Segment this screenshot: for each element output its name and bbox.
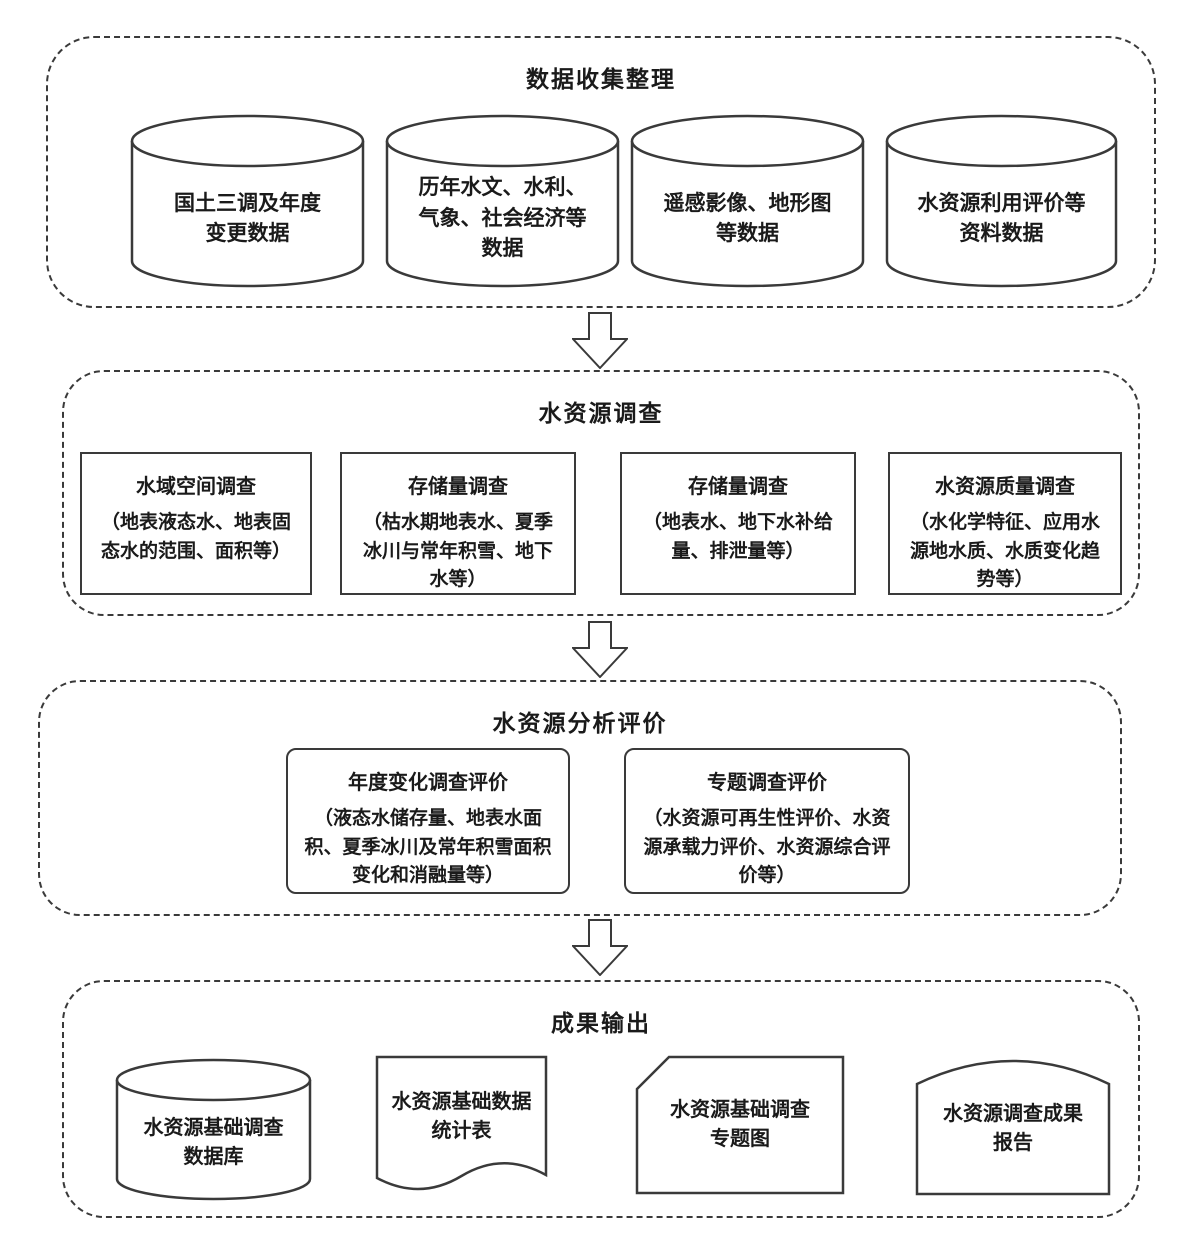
section-water-survey: 水资源调查: [62, 370, 1140, 616]
section-title-analysis: 水资源分析评价: [492, 711, 668, 736]
box-title: 年度变化调查评价: [348, 772, 508, 794]
box-title: 存储量调查: [408, 476, 508, 498]
box-title: 专题调查评价: [707, 772, 827, 794]
document-label: 水资源基础数据 统计表: [391, 1091, 532, 1142]
cylinder-shape: [130, 114, 365, 288]
report-shape: [915, 1059, 1111, 1196]
box-annual-change-eval: 年度变化调查评价 （液态水储存量、地表水面 积、夏季冰川及常年积雪面积 变化和消…: [286, 748, 570, 894]
cylinder-label: 水资源基础调查 数据库: [143, 1116, 284, 1168]
box-title: 存储量调查: [688, 476, 788, 498]
box-thematic-eval: 专题调查评价 （水资源可再生性评价、水资 源承载力评价、水资源综合评 价等）: [624, 748, 910, 894]
cylinder-water-eval-data: 水资源利用评价等 资料数据: [885, 114, 1118, 288]
document-shape: [375, 1055, 548, 1191]
card-label: 水资源基础调查 专题图: [670, 1099, 810, 1150]
cylinder-shape: [885, 114, 1118, 288]
section-data-collection: 数据收集整理: [46, 36, 1156, 308]
section-analysis-evaluation: 水资源分析评价: [38, 680, 1122, 916]
card-shape: [635, 1055, 845, 1195]
box-body: （地表水、地下水补给 量、排泄量等）: [642, 512, 833, 562]
cylinder-land-survey-data: 国土三调及年度 变更数据: [130, 114, 365, 288]
box-water-quality-survey: 水资源质量调查 （水化学特征、应用水 源地水质、水质变化趋 势等）: [888, 452, 1122, 595]
down-arrow-icon: [572, 621, 628, 678]
box-body: （枯水期地表水、夏季 冰川与常年积雪、地下 水等）: [362, 512, 553, 590]
box-body: （水化学特征、应用水 源地水质、水质变化趋 势等）: [909, 512, 1100, 590]
section-title-output: 成果输出: [551, 1011, 651, 1036]
box-title: 水域空间调查: [136, 476, 256, 498]
cylinder-shape: [115, 1058, 312, 1201]
box-storage-survey-1: 存储量调查 （枯水期地表水、夏季 冰川与常年积雪、地下 水等）: [340, 452, 576, 595]
box-water-space-survey: 水域空间调查 （地表液态水、地表固 态水的范围、面积等）: [80, 452, 312, 595]
down-arrow-shape: [572, 312, 628, 369]
section-output: 成果输出: [62, 980, 1140, 1218]
report-survey-report: 水资源调查成果 报告: [915, 1048, 1111, 1196]
down-arrow-icon: [572, 919, 628, 976]
report-label: 水资源调查成果 报告: [943, 1103, 1083, 1154]
cylinder-label: 国土三调及年度 变更数据: [174, 190, 321, 245]
box-body: （地表液态水、地表固 态水的范围、面积等）: [100, 512, 291, 562]
section-title-water-survey: 水资源调查: [538, 401, 664, 426]
cylinder-shape: [385, 114, 620, 288]
box-storage-survey-2: 存储量调查 （地表水、地下水补给 量、排泄量等）: [620, 452, 856, 595]
down-arrow-shape: [572, 621, 628, 678]
down-arrow-icon: [572, 312, 628, 369]
down-arrow-shape: [572, 919, 628, 976]
box-title: 水资源质量调查: [935, 476, 1075, 498]
cylinder-output-database: 水资源基础调查 数据库: [115, 1058, 312, 1201]
cylinder-remote-sensing-data: 遥感影像、地形图 等数据: [630, 114, 865, 288]
cylinder-hydrology-data: 历年水文、水利、 气象、社会经济等 数据: [385, 114, 620, 288]
cylinder-label: 水资源利用评价等 资料数据: [917, 190, 1086, 245]
box-body: （水资源可再生性评价、水资 源承载力评价、水资源综合评 价等）: [643, 808, 891, 886]
document-statistics-table: 水资源基础数据 统计表: [375, 1055, 548, 1205]
cylinder-label: 遥感影像、地形图 等数据: [663, 190, 832, 245]
card-thematic-map: 水资源基础调查 专题图: [635, 1055, 845, 1195]
box-body: （液态水储存量、地表水面 积、夏季冰川及常年积雪面积 变化和消融量等）: [304, 808, 552, 886]
cylinder-shape: [630, 114, 865, 288]
section-title-data-collection: 数据收集整理: [526, 67, 676, 92]
cylinder-label: 历年水文、水利、 气象、社会经济等 数据: [418, 175, 587, 261]
